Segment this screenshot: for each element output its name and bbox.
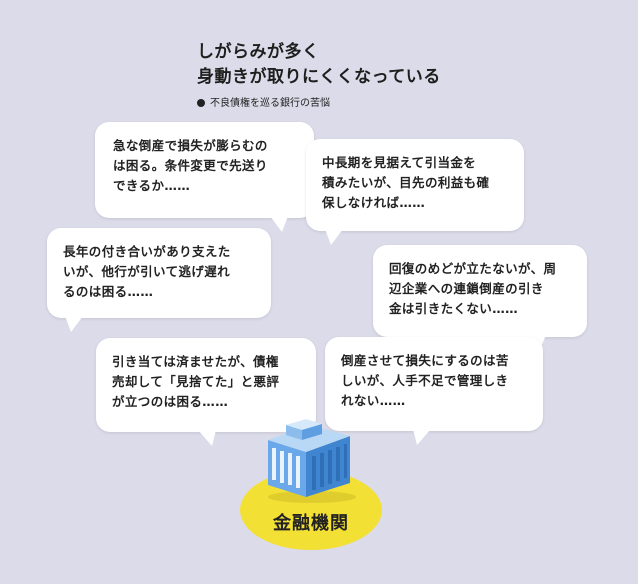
bubble-5-line-3: が立つのは困る…… xyxy=(112,394,229,409)
bubble-5-tail xyxy=(198,430,216,446)
speech-bubble-4: 回復のめどが立たないが、周 辺企業への連鎖倒産の引き 金は引きたくない…… xyxy=(373,245,587,337)
bubble-5-line-1: 引き当ては済ませたが、債権 xyxy=(112,354,279,369)
bank-label: 金融機関 xyxy=(273,513,349,534)
bubble-2-line-1: 中長期を見据えて引当金を xyxy=(322,155,477,170)
bubble-1-line-2: は困る。条件変更で先送り xyxy=(113,158,268,173)
diagram-subtitle: 不良債権を巡る銀行の苦悩 xyxy=(197,94,330,109)
bubble-3-line-1: 長年の付き合いがあり支えた xyxy=(63,244,231,259)
bubble-2-line-2: 積みたいが、目先の利益も確 xyxy=(322,175,490,190)
bubble-1-line-1: 急な倒産で損失が膨らむの xyxy=(113,138,268,153)
speech-bubble-5: 引き当ては済ませたが、債権 売却して「見捨てた」と悪評 が立つのは困る…… xyxy=(96,338,316,432)
bullet-dot xyxy=(197,98,205,107)
diagram-title: しがらみが多く 身動きが取りにくくなっている xyxy=(197,40,441,90)
bubble-6-line-3: れない…… xyxy=(341,393,406,408)
speech-bubble-2: 中長期を見据えて引当金を 積みたいが、目先の利益も確 保しなければ…… xyxy=(306,139,524,231)
speech-bubble-1: 急な倒産で損失が膨らむの は困る。条件変更で先送り できるか…… xyxy=(95,122,314,218)
bubble-3-line-3: るのは困る…… xyxy=(63,284,154,299)
speech-bubble-6: 倒産させて損失にするのは苦 しいが、人手不足で管理しき れない…… xyxy=(325,337,543,431)
bubble-3-tail xyxy=(65,316,83,332)
bubble-4-line-1: 回復のめどが立たないが、周 xyxy=(389,261,557,276)
bubble-6-tail xyxy=(413,429,431,445)
subtitle-text: 不良債権を巡る銀行の苦悩 xyxy=(210,98,330,109)
bubble-6-line-1: 倒産させて損失にするのは苦 xyxy=(341,353,509,368)
bubble-2-line-3: 保しなければ…… xyxy=(322,195,426,210)
title-line-1: しがらみが多く xyxy=(197,42,320,62)
bubble-3-line-2: いが、他行が引いて逃げ遅れ xyxy=(63,264,231,279)
bubble-4-line-2: 辺企業への連鎖倒産の引き xyxy=(389,281,544,296)
bubble-2-tail xyxy=(325,229,343,245)
bubble-1-tail xyxy=(270,216,288,232)
speech-bubble-3: 長年の付き合いがあり支えた いが、他行が引いて逃げ遅れ るのは困る…… xyxy=(47,228,271,318)
bubble-5-line-2: 売却して「見捨てた」と悪評 xyxy=(112,374,280,389)
bubble-6-line-2: しいが、人手不足で管理しき xyxy=(341,373,509,388)
title-line-2: 身動きが取りにくくなっている xyxy=(197,67,441,87)
bubble-4-line-3: 金は引きたくない…… xyxy=(389,301,519,316)
bubble-1-line-3: できるか…… xyxy=(113,178,191,193)
